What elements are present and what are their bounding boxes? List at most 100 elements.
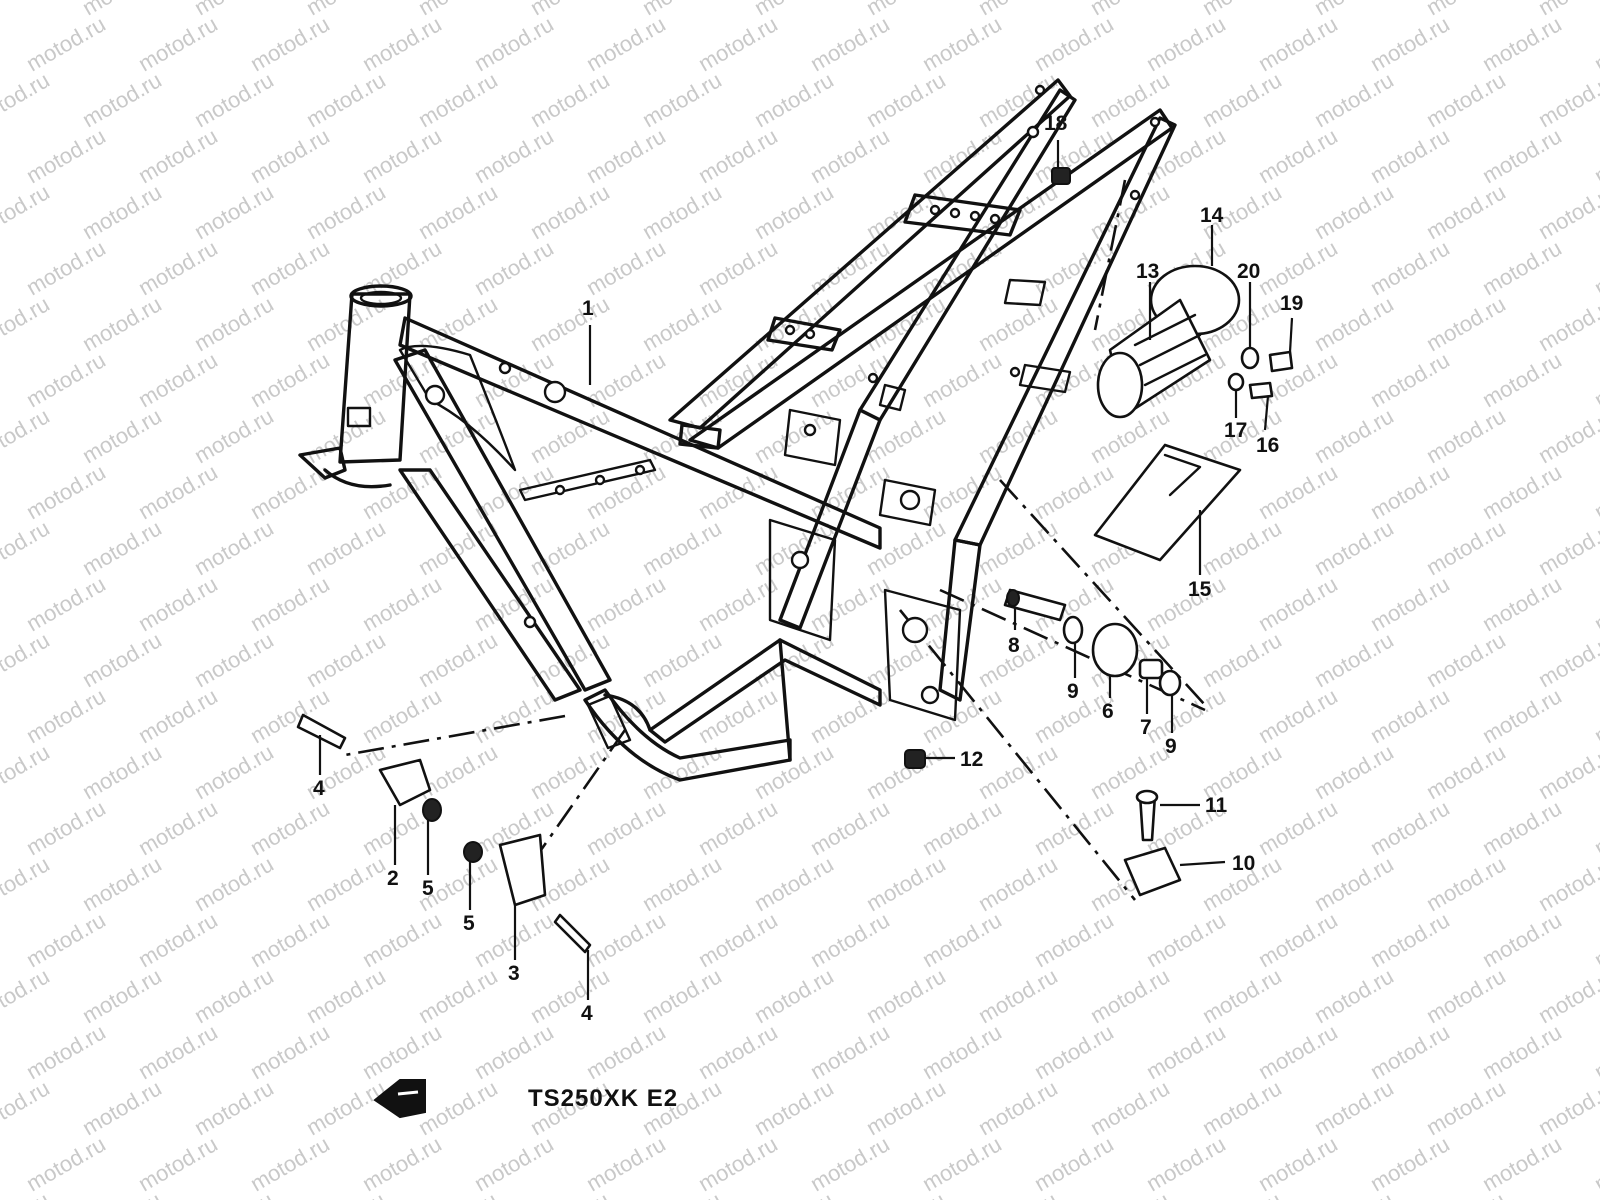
watermark-text: motod.ru (1086, 179, 1174, 244)
watermark-text: motod.ru (1590, 1019, 1600, 1084)
watermark-text: motod.ru (1310, 739, 1398, 804)
watermark-text: motod.ru (1590, 347, 1600, 412)
callout-8: 8 (1008, 634, 1020, 657)
watermark-text: motod.ru (918, 347, 1006, 412)
callout-3: 3 (508, 962, 520, 985)
watermark-text: motod.ru (1142, 907, 1230, 972)
watermark-text: motod.ru (974, 1075, 1062, 1140)
watermark-text: motod.ru (78, 403, 166, 468)
watermark-text: motod.ru (1366, 347, 1454, 412)
watermark-text: motod.ru (246, 235, 334, 300)
watermark-text: motod.ru (1310, 1187, 1398, 1200)
watermark-text: motod.ru (918, 11, 1006, 76)
watermark-text: motod.ru (1590, 235, 1600, 300)
watermark-text: motod.ru (918, 795, 1006, 860)
watermark-text: motod.ru (862, 291, 950, 356)
watermark-text: motod.ru (190, 515, 278, 580)
watermark-text: motod.ru (918, 1019, 1006, 1084)
watermark-text: motod.ru (582, 235, 670, 300)
watermark-text: motod.ru (0, 291, 54, 356)
watermark-text: motod.ru (302, 1187, 390, 1200)
watermark-text: motod.ru (806, 795, 894, 860)
watermark-text: motod.ru (1534, 179, 1600, 244)
watermark-text: motod.ru (1086, 963, 1174, 1028)
watermark-text: motod.ru (1254, 11, 1342, 76)
watermark-text: motod.ru (414, 1075, 502, 1140)
watermark-text: motod.ru (974, 1187, 1062, 1200)
watermark-text: motod.ru (1422, 179, 1510, 244)
watermark-text: motod.ru (694, 235, 782, 300)
watermark-text: motod.ru (694, 907, 782, 972)
callout-6: 6 (1102, 700, 1114, 723)
watermark-text: motod.ru (190, 179, 278, 244)
watermark-text: motod.ru (806, 123, 894, 188)
watermark-text: motod.ru (1478, 347, 1566, 412)
watermark-text: motod.ru (1254, 235, 1342, 300)
watermark-text: motod.ru (414, 739, 502, 804)
watermark-text: motod.ru (302, 179, 390, 244)
callout-10: 10 (1232, 852, 1255, 875)
watermark-text: motod.ru (1254, 1131, 1342, 1196)
watermark-text: motod.ru (78, 963, 166, 1028)
watermark-text: motod.ru (862, 739, 950, 804)
watermark-text: motod.ru (1310, 67, 1398, 132)
watermark-text: motod.ru (0, 963, 54, 1028)
watermark-text: motod.ru (414, 179, 502, 244)
watermark-text: motod.ru (134, 11, 222, 76)
watermark-text: motod.ru (1310, 627, 1398, 692)
watermark-text: motod.ru (1030, 1131, 1118, 1196)
watermark-text: motod.ru (526, 291, 614, 356)
watermark-text: motod.ru (1590, 571, 1600, 636)
watermark-text: motod.ru (1254, 571, 1342, 636)
watermark-text: motod.ru (862, 1187, 950, 1200)
watermark-text: motod.ru (526, 179, 614, 244)
watermark-text: motod.ru (358, 571, 446, 636)
watermark-text: motod.ru (1142, 123, 1230, 188)
watermark-text: motod.ru (1534, 1075, 1600, 1140)
watermark-text: motod.ru (190, 851, 278, 916)
watermark-text: motod.ru (246, 347, 334, 412)
watermark-text: motod.ru (302, 291, 390, 356)
watermark-text: motod.ru (1590, 11, 1600, 76)
watermark-text: motod.ru (190, 963, 278, 1028)
watermark-text: motod.ru (134, 235, 222, 300)
callout-9-right: 9 (1165, 735, 1177, 758)
loose-parts (296, 167, 1294, 954)
watermark-text: motod.ru (1366, 1131, 1454, 1196)
watermark-text: motod.ru (1422, 403, 1510, 468)
watermark-text: motod.ru (638, 851, 726, 916)
watermark-text: motod.ru (862, 1075, 950, 1140)
watermark-text: motod.ru (1366, 11, 1454, 76)
watermark-text: motod.ru (750, 403, 838, 468)
callout-5-lower: 5 (463, 912, 475, 935)
watermark-text: motod.ru (190, 1075, 278, 1140)
watermark-text: motod.ru (1366, 795, 1454, 860)
watermark-text: motod.ru (1534, 403, 1600, 468)
watermark-text: motod.ru (1142, 683, 1230, 748)
watermark-text: motod.ru (246, 907, 334, 972)
watermark-text: motod.ru (1422, 739, 1510, 804)
watermark-text: motod.ru (694, 1019, 782, 1084)
watermark-text: motod.ru (414, 1187, 502, 1200)
watermark-text: motod.ru (1142, 1131, 1230, 1196)
watermark-text: motod.ru (134, 1131, 222, 1196)
watermark-text: motod.ru (302, 851, 390, 916)
watermark-text: motod.ru (1198, 627, 1286, 692)
watermark-text: motod.ru (22, 1131, 110, 1196)
watermark-text: motod.ru (862, 851, 950, 916)
watermark-text: motod.ru (1478, 1131, 1566, 1196)
watermark-text: motod.ru (22, 459, 110, 524)
watermark-text: motod.ru (0, 403, 54, 468)
watermark-text: motod.ru (1254, 795, 1342, 860)
watermark-text: motod.ru (470, 1019, 558, 1084)
watermark-text: motod.ru (190, 403, 278, 468)
watermark-text: motod.ru (806, 907, 894, 972)
watermark-text: motod.ru (1366, 571, 1454, 636)
watermark-text: motod.ru (1366, 123, 1454, 188)
watermark-text: motod.ru (1142, 571, 1230, 636)
watermark-text: motod.ru (1142, 11, 1230, 76)
callout-2: 2 (387, 867, 399, 890)
watermark-text: motod.ru (1198, 963, 1286, 1028)
